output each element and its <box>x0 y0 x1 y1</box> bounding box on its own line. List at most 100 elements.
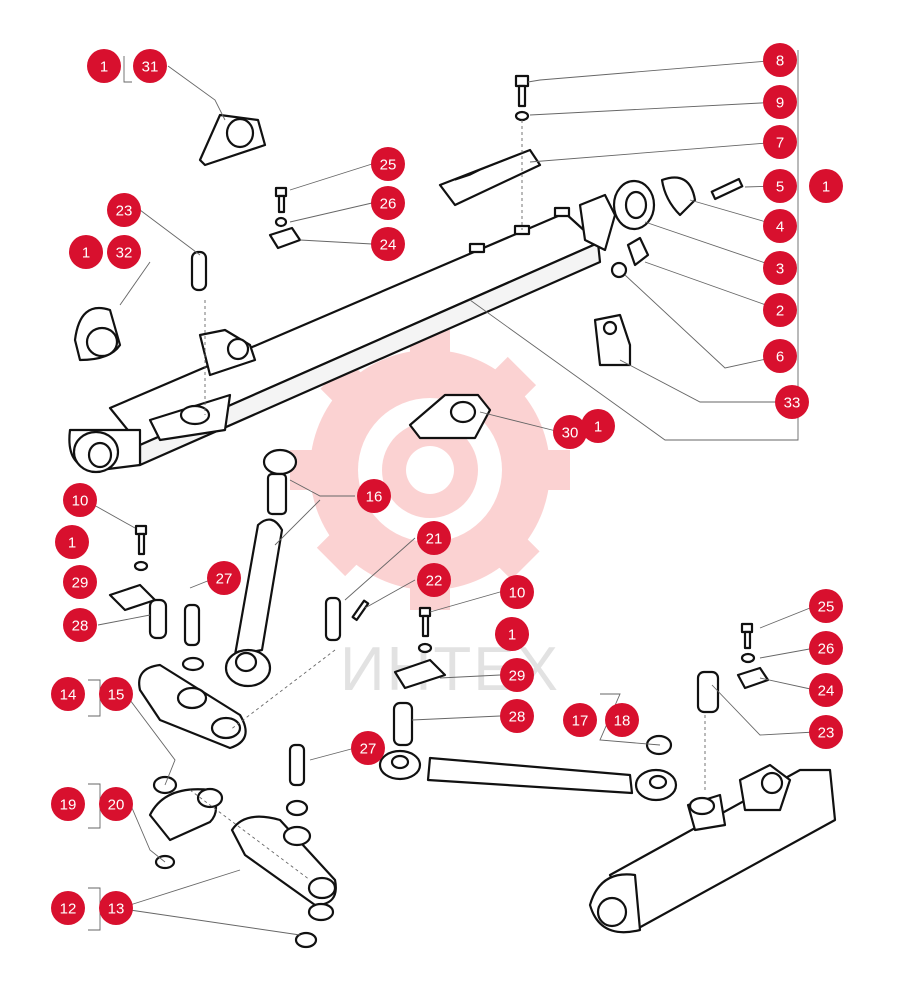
part-badge-10b: 10 <box>500 575 534 609</box>
badge-circle <box>371 227 405 261</box>
part-badge-25b: 25 <box>809 589 843 623</box>
badge-circle <box>107 235 141 269</box>
badge-number: 1 <box>68 535 76 552</box>
part-badge-6: 6 <box>763 339 797 373</box>
part-badge-25a: 25 <box>371 147 405 181</box>
part-badge-21: 21 <box>417 521 451 555</box>
badge-circle <box>55 525 89 559</box>
bolt-10b <box>418 606 432 638</box>
badge-number: 7 <box>776 135 784 152</box>
badge-circle <box>809 715 843 749</box>
badge-number: 2 <box>776 303 784 320</box>
badge-number: 33 <box>784 395 801 412</box>
screw-rod-16 <box>262 448 298 516</box>
pin-27a <box>183 603 201 647</box>
pin-21 <box>324 596 342 642</box>
pin-23a <box>190 250 208 292</box>
badge-circle <box>99 787 133 821</box>
washer-26b <box>740 652 756 664</box>
part-badge-9: 9 <box>763 85 797 119</box>
badge-number: 20 <box>108 797 125 814</box>
part-badge-2: 2 <box>763 293 797 327</box>
badge-circle <box>51 787 85 821</box>
badge-number: 14 <box>60 687 77 704</box>
badge-circle <box>581 409 615 443</box>
bolt-5 <box>710 177 744 201</box>
badge-circle <box>63 483 97 517</box>
half-shell-4 <box>660 176 697 217</box>
badge-number: 24 <box>818 683 835 700</box>
spring-pin-22 <box>351 599 370 622</box>
badge-number: 22 <box>426 573 443 590</box>
badge-number: 1 <box>82 245 90 262</box>
badge-number: 28 <box>509 709 526 726</box>
part-badge-31: 31 <box>133 49 167 83</box>
bolt-8 <box>514 74 530 108</box>
part-badge-24b: 24 <box>809 673 843 707</box>
badge-circle <box>51 677 85 711</box>
badge-circle <box>51 891 85 925</box>
badge-number: 25 <box>818 599 835 616</box>
top-hook-31 <box>198 113 267 167</box>
badge-circle <box>763 339 797 373</box>
lower-link-arm-top <box>68 206 602 474</box>
badge-number: 27 <box>360 741 377 758</box>
badge-number: 1 <box>508 627 516 644</box>
part-badge-28a: 28 <box>63 608 97 642</box>
part-badge-7: 7 <box>763 125 797 159</box>
badge-circle <box>371 147 405 181</box>
part-badge-20: 20 <box>99 787 133 821</box>
badge-number: 32 <box>116 245 133 262</box>
badge-number: 29 <box>72 575 89 592</box>
washer-9 <box>514 110 530 122</box>
badge-circle <box>133 49 167 83</box>
part-badge-23a: 23 <box>107 193 141 227</box>
part-badge-19: 19 <box>51 787 85 821</box>
badge-number: 30 <box>562 425 579 442</box>
badge-number: 21 <box>426 531 443 548</box>
pin-27b <box>285 743 309 817</box>
part-badge-1b: 1 <box>495 617 529 651</box>
badge-circle <box>775 385 809 419</box>
pin-28a <box>148 598 168 640</box>
bolt-10a <box>134 524 148 556</box>
badge-number: 5 <box>776 179 784 196</box>
washer-1a <box>133 560 149 572</box>
badge-number: 16 <box>366 489 383 506</box>
badge-number: 15 <box>108 687 125 704</box>
badge-circle <box>87 49 121 83</box>
badge-number: 23 <box>818 725 835 742</box>
badge-circle <box>763 85 797 119</box>
tube-16 <box>224 518 284 688</box>
part-badge-8: 8 <box>763 43 797 77</box>
part-badge-23b: 23 <box>809 715 843 749</box>
link-plate-12-13 <box>230 815 337 949</box>
badge-number: 17 <box>572 713 589 730</box>
bearing-ring-3 <box>612 179 656 231</box>
badge-circle <box>417 521 451 555</box>
badge-circle <box>69 235 103 269</box>
badge-number: 6 <box>776 349 784 366</box>
badge-number: 1 <box>594 419 602 436</box>
badge-number: 31 <box>142 59 159 76</box>
badge-circle <box>763 293 797 327</box>
part-badge-30: 30 <box>553 415 587 449</box>
badge-circle <box>371 186 405 220</box>
badge-circle <box>809 589 843 623</box>
plate-29a <box>108 583 157 612</box>
badge-circle <box>809 673 843 707</box>
badge-circle <box>63 565 97 599</box>
adjuster-rod-17 <box>378 749 678 802</box>
badge-circle <box>351 731 385 765</box>
badge-circle <box>563 703 597 737</box>
badge-circle <box>99 677 133 711</box>
part-badge-16: 16 <box>357 479 391 513</box>
part-badge-32: 32 <box>107 235 141 269</box>
badge-circle <box>763 125 797 159</box>
part-badge-18: 18 <box>605 703 639 737</box>
hook-32 <box>73 307 122 362</box>
badge-circle <box>763 209 797 243</box>
part-badge-33: 33 <box>775 385 809 419</box>
plate-24a <box>268 226 302 250</box>
plate-24b <box>736 666 770 690</box>
